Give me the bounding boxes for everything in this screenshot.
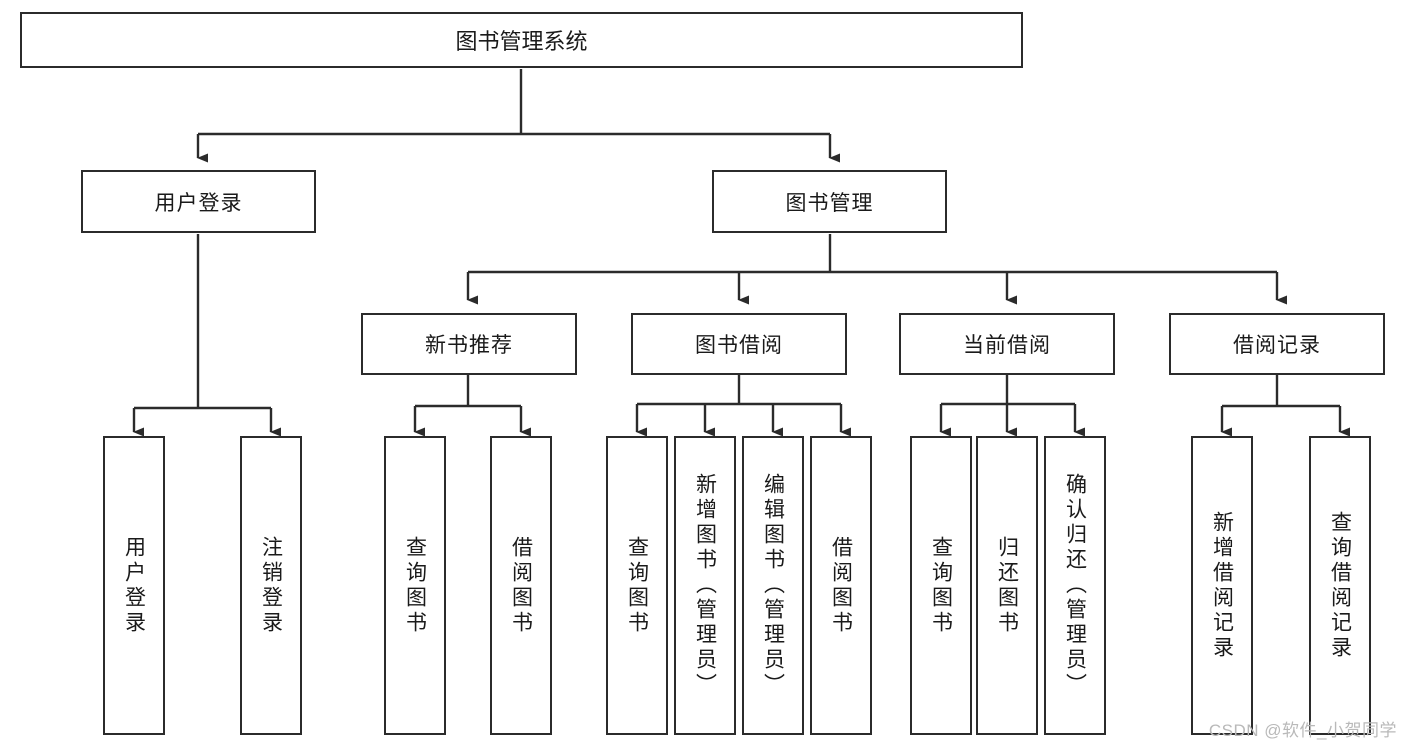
node-root-system[interactable]: 图书管理系统	[20, 12, 1023, 68]
node-label: 确认归还（管理员）	[1063, 473, 1087, 698]
leaf-record-add[interactable]: 新增借阅记录	[1191, 436, 1253, 735]
leaf-user-login-logout[interactable]: 注销登录	[240, 436, 302, 735]
node-label: 借阅记录	[1233, 334, 1321, 357]
node-current-borrow[interactable]: 当前借阅	[899, 313, 1115, 375]
node-new-book-recommend[interactable]: 新书推荐	[361, 313, 577, 375]
node-label: 查询图书	[403, 535, 427, 636]
node-label: 借阅图书	[829, 535, 853, 636]
node-label: 注销登录	[259, 535, 283, 636]
leaf-current-return-book[interactable]: 归还图书	[976, 436, 1038, 735]
node-label: 编辑图书（管理员）	[761, 473, 785, 698]
leaf-borrow-query-book[interactable]: 查询图书	[606, 436, 668, 735]
leaf-borrow-borrow-book[interactable]: 借阅图书	[810, 436, 872, 735]
node-borrow-record[interactable]: 借阅记录	[1169, 313, 1385, 375]
node-label: 归还图书	[995, 535, 1019, 636]
node-user-login[interactable]: 用户登录	[81, 170, 316, 233]
node-book-management[interactable]: 图书管理	[712, 170, 947, 233]
node-label: 当前借阅	[963, 334, 1051, 357]
node-label: 查询图书	[929, 535, 953, 636]
node-book-borrow[interactable]: 图书借阅	[631, 313, 847, 375]
node-label: 查询借阅记录	[1328, 510, 1352, 661]
node-label: 借阅图书	[509, 535, 533, 636]
leaf-borrow-edit-book[interactable]: 编辑图书（管理员）	[742, 436, 804, 735]
leaf-record-query[interactable]: 查询借阅记录	[1309, 436, 1371, 735]
node-label: 图书借阅	[695, 334, 783, 357]
node-label: 新增借阅记录	[1210, 510, 1234, 661]
leaf-new-book-borrow[interactable]: 借阅图书	[490, 436, 552, 735]
leaf-current-confirm-return[interactable]: 确认归还（管理员）	[1044, 436, 1106, 735]
node-label: 用户登录	[122, 535, 146, 636]
node-label: 查询图书	[625, 535, 649, 636]
leaf-current-query-book[interactable]: 查询图书	[910, 436, 972, 735]
leaf-new-book-query[interactable]: 查询图书	[384, 436, 446, 735]
watermark-text: CSDN @软件_小贺同学	[1208, 721, 1397, 740]
node-label: 新增图书（管理员）	[693, 473, 717, 698]
node-label: 图书管理系统	[455, 29, 588, 54]
leaf-user-login-login[interactable]: 用户登录	[103, 436, 165, 735]
node-label: 新书推荐	[425, 334, 513, 357]
leaf-borrow-add-book[interactable]: 新增图书（管理员）	[674, 436, 736, 735]
node-label: 图书管理	[785, 191, 874, 215]
node-label: 用户登录	[154, 191, 243, 215]
